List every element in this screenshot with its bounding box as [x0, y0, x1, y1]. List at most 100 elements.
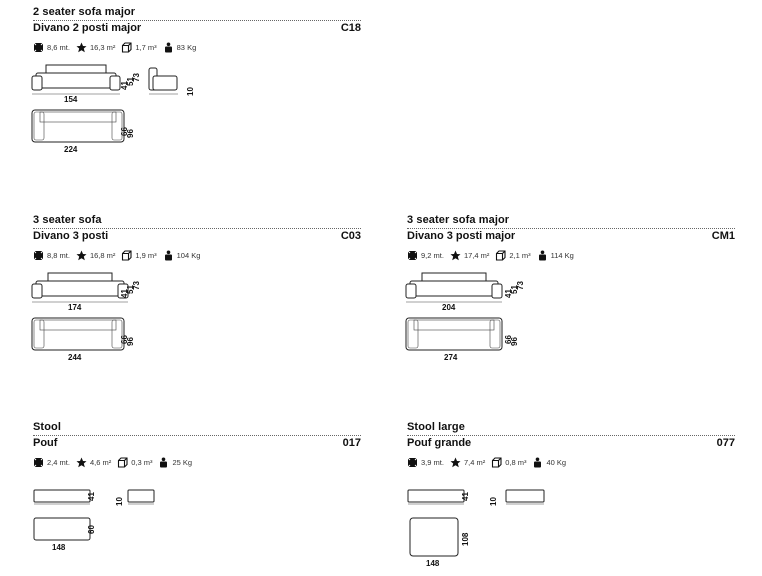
spec-weight: 114 Kg [537, 250, 574, 261]
dim-h1: 41 [120, 81, 129, 90]
sofa-top-view [31, 109, 125, 143]
cube-volume-icon [117, 457, 131, 468]
spec-row: 9,2 mt. 17,4 m² 2,1 m³ 114 Kg [407, 250, 735, 261]
product-title-it: Divano 3 posti major [407, 230, 516, 242]
dim-h3: 73 [516, 281, 525, 290]
product-title-en: Stool large [407, 421, 465, 433]
dim-depth2: 96 [126, 129, 135, 138]
star-area-icon [450, 250, 464, 261]
product-title-en: Stool [33, 421, 61, 433]
spec-weight: 40 Kg [532, 457, 566, 468]
dim-h3: 73 [132, 73, 141, 82]
product-title-en: 3 seater sofa major [407, 214, 510, 226]
spec-weight-value: 83 Kg [176, 43, 197, 52]
star-area-icon [76, 250, 90, 261]
spec-length: 3,9 mt. [407, 457, 444, 468]
dimension-drawings: 41 10 148 60 [33, 489, 155, 552]
dim-depth2: 96 [126, 337, 135, 346]
product-code: 017 [342, 437, 361, 449]
dim-h2: 51 [126, 285, 135, 294]
dim-top-width: 148 [52, 543, 66, 552]
divider [33, 228, 361, 229]
stool-front-view [33, 489, 91, 505]
product-code: C18 [340, 22, 361, 34]
weight-person-icon [163, 42, 177, 53]
product-block-2-seater-major: 2 seater sofa major Divano 2 posti major… [33, 6, 361, 53]
spec-length: 2,4 mt. [33, 457, 70, 468]
dim-front-width: 174 [68, 303, 82, 312]
product-block-3-seater: 3 seater sofa Divano 3 posti C03 8,8 mt.… [33, 214, 361, 261]
dim-top-width: 224 [64, 145, 78, 154]
product-title-it: Divano 2 posti major [33, 22, 142, 34]
spec-volume-value: 2,1 m³ [509, 251, 531, 260]
spec-area: 7,4 m² [450, 457, 485, 468]
spec-length-value: 2,4 mt. [47, 458, 70, 467]
sofa-front-view [31, 272, 129, 303]
dim-h1: 41 [461, 492, 470, 501]
dim-top-width: 244 [68, 353, 82, 362]
stool-side-view [505, 489, 545, 505]
stool-side-view [127, 489, 155, 505]
product-title-it: Divano 3 posti [33, 230, 109, 242]
spec-area-value: 4,6 m² [89, 458, 112, 467]
dim-h1: 41 [504, 289, 513, 298]
product-title-en: 3 seater sofa [33, 214, 102, 226]
dim-depth1: 108 [461, 532, 470, 546]
dim-h3: 73 [132, 281, 141, 290]
spec-weight-value: 40 Kg [546, 458, 567, 467]
dimension-drawings: 174 41 51 73 244 66 96 [31, 272, 141, 362]
spec-volume-value: 1,7 m³ [135, 43, 157, 52]
spec-weight-value: 104 Kg [176, 251, 201, 260]
sofa-side-view [148, 67, 178, 95]
star-area-icon [450, 457, 464, 468]
dimension-drawings: 204 41 51 73 274 66 96 [405, 272, 525, 362]
spec-length: 8,8 mt. [33, 250, 70, 261]
spec-length-value: 8,6 mt. [47, 43, 70, 52]
product-code: 077 [716, 437, 735, 449]
dim-front-width: 204 [442, 303, 456, 312]
dim-side-h: 10 [115, 497, 124, 506]
spec-volume-value: 0,8 m³ [505, 458, 527, 467]
fabric-length-icon [33, 457, 47, 468]
dim-top-width: 148 [426, 559, 440, 568]
divider [407, 435, 735, 436]
product-code: CM1 [711, 230, 735, 242]
dim-h1: 41 [87, 492, 96, 501]
product-block-stool-large: Stool large Pouf grande 077 3,9 mt. 7,4 m… [407, 421, 735, 468]
spec-length-value: 9,2 mt. [421, 251, 444, 260]
spec-volume: 0,3 m³ [117, 457, 152, 468]
stool-top-view [409, 517, 459, 557]
dim-h2: 51 [126, 77, 135, 86]
product-title-it: Pouf grande [407, 437, 472, 449]
spec-volume-value: 0,3 m³ [131, 458, 153, 467]
fabric-length-icon [33, 250, 47, 261]
spec-area-value: 16,8 m² [89, 251, 116, 260]
dim-top-width: 274 [444, 353, 458, 362]
dim-h1: 41 [120, 289, 129, 298]
dim-depth1: 60 [87, 525, 96, 534]
divider [33, 20, 361, 21]
product-block-stool: Stool Pouf 017 2,4 mt. 4,6 m² 0,3 m³ 25 Kg [33, 421, 361, 468]
fabric-length-icon [407, 250, 421, 261]
spec-area-value: 16,3 m² [89, 43, 116, 52]
weight-person-icon [532, 457, 546, 468]
dim-side-h: 10 [489, 497, 498, 506]
weight-person-icon [537, 250, 551, 261]
stool-front-view [407, 489, 465, 505]
spec-area: 17,4 m² [450, 250, 489, 261]
stool-top-view [33, 517, 91, 541]
spec-length-value: 8,8 mt. [47, 251, 70, 260]
sofa-front-view [405, 272, 503, 303]
product-title-it: Pouf [33, 437, 58, 449]
spec-volume: 1,7 m³ [121, 42, 157, 53]
dim-depth1: 66 [120, 335, 129, 344]
spec-area: 4,6 m² [76, 457, 111, 468]
spec-row: 3,9 mt. 7,4 m² 0,8 m³ 40 Kg [407, 457, 735, 468]
spec-volume: 1,9 m³ [121, 250, 157, 261]
divider [33, 435, 361, 436]
cube-volume-icon [491, 457, 505, 468]
dim-side-h: 10 [186, 87, 195, 96]
spec-volume-value: 1,9 m³ [135, 251, 157, 260]
sofa-top-view [31, 317, 125, 351]
spec-weight-value: 25 Kg [172, 458, 193, 467]
